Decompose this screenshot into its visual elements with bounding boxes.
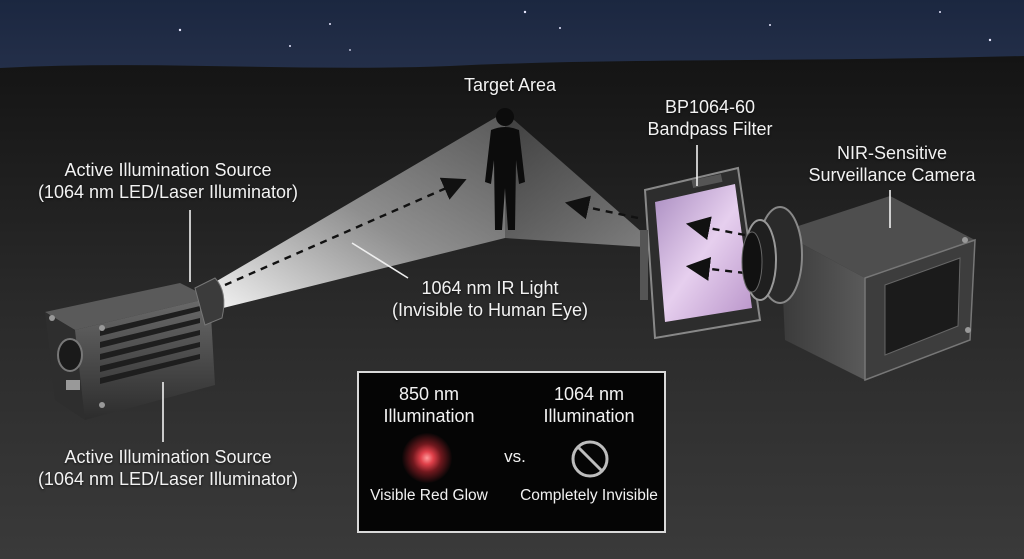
- camera-label-line-2: Surveillance Camera: [792, 164, 992, 186]
- source-label-top: Active Illumination Source (1064 nm LED/…: [18, 159, 318, 203]
- target-area-label: Target Area: [420, 74, 600, 96]
- comparison-1064-caption: Completely Invisible: [514, 487, 664, 505]
- target-area-text: Target Area: [420, 74, 600, 96]
- source-top-line-1: Active Illumination Source: [18, 159, 318, 181]
- camera-label-line-1: NIR-Sensitive: [792, 142, 992, 164]
- no-symbol-icon: [568, 437, 612, 481]
- source-label-bottom: Active Illumination Source (1064 nm LED/…: [18, 446, 318, 490]
- ir-light-line-2: (Invisible to Human Eye): [370, 299, 610, 321]
- comparison-vs: vs.: [495, 447, 535, 467]
- ir-light-line-1: 1064 nm IR Light: [370, 277, 610, 299]
- red-glow-icon: [402, 433, 452, 483]
- comparison-850-caption: Visible Red Glow: [354, 487, 504, 505]
- source-bottom-line-2: (1064 nm LED/Laser Illuminator): [18, 468, 318, 490]
- camera-label: NIR-Sensitive Surveillance Camera: [792, 142, 992, 186]
- filter-label: BP1064-60 Bandpass Filter: [620, 96, 800, 140]
- filter-label-line-1: BP1064-60: [620, 96, 800, 118]
- comparison-850-title: 850 nm Illumination: [359, 383, 499, 427]
- comparison-850-line-1: 850 nm: [359, 383, 499, 405]
- filter-label-line-2: Bandpass Filter: [620, 118, 800, 140]
- comparison-850-line-2: Illumination: [359, 405, 499, 427]
- source-top-line-2: (1064 nm LED/Laser Illuminator): [18, 181, 318, 203]
- comparison-1064-line-1: 1064 nm: [519, 383, 659, 405]
- source-bottom-line-1: Active Illumination Source: [18, 446, 318, 468]
- ir-light-label: 1064 nm IR Light (Invisible to Human Eye…: [370, 277, 610, 321]
- wavelength-comparison-box: 850 nm Illumination Visible Red Glow vs.…: [357, 371, 666, 533]
- comparison-1064-title: 1064 nm Illumination: [519, 383, 659, 427]
- comparison-1064-line-2: Illumination: [519, 405, 659, 427]
